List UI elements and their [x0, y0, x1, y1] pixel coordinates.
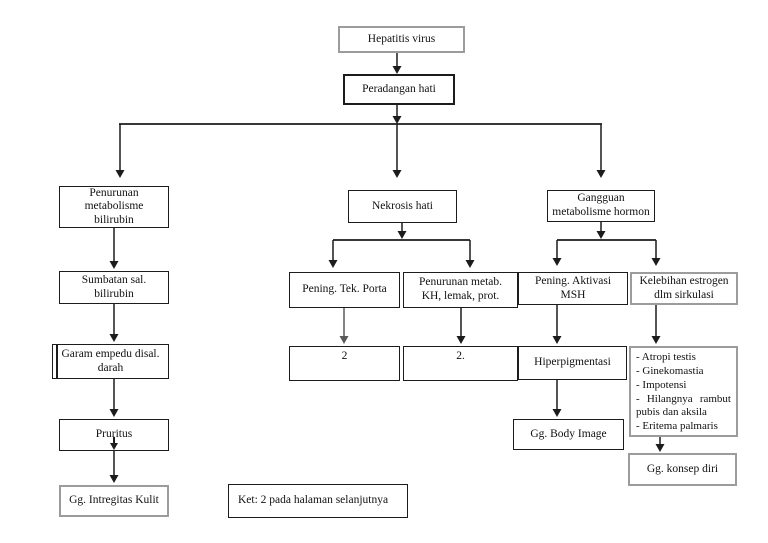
node-pening-tek-porta: Pening. Tek. Porta	[289, 272, 400, 308]
node-label: Gg. Intregitas Kulit	[69, 494, 159, 507]
node-hiperpigmentasi: Hiperpigmentasi	[518, 346, 627, 380]
arrow-gangguan-to-splitline	[596, 222, 606, 239]
arrow-sumbatan-to-garam	[109, 304, 119, 342]
list-item: - Ginekomastia	[636, 364, 704, 377]
node-gangguan-metabolisme-hormon: Gangguan metabolisme hormon	[547, 190, 655, 222]
node-label: Kelebihan estrogen dlm sirkulasi	[639, 274, 729, 301]
node-peradangan-hati: Peradangan hati	[343, 74, 455, 105]
list-item: - Eritema palmaris	[636, 420, 718, 433]
list-item: - Impotensi	[636, 378, 687, 391]
arrow-estrogen-to-effects	[651, 305, 661, 344]
arrow-garam-to-pruritus	[109, 379, 119, 417]
node-label: Pruritus	[95, 428, 133, 441]
arrow-branch-middle	[392, 124, 402, 178]
node-label: Hiperpigmentasi	[534, 356, 611, 369]
node-garam-empedu: Garam empedu disal. darah	[52, 344, 169, 379]
list-item: - Atropi testis	[636, 351, 696, 363]
inner-arrow-head	[110, 443, 118, 450]
arrow-branch-left	[115, 124, 125, 178]
node-gg-konsep-diri: Gg. konsep diri	[628, 453, 737, 486]
arrow-peradangan-to-branchline	[392, 105, 402, 124]
node-nekrosis-hati: Nekrosis hati	[348, 190, 457, 223]
arrow-hepatitis-to-peradangan	[392, 52, 402, 74]
node-label: Sumbatan sal. bilirubin	[81, 273, 147, 300]
list-item: - Hilangnya rambut pubis dan aksila	[636, 392, 731, 419]
node-ref-2a: 2	[289, 346, 400, 381]
node-label: Penurunan metabolisme bilirubin	[84, 186, 144, 226]
node-kelebihan-estrogen: Kelebihan estrogen dlm sirkulasi	[630, 272, 738, 305]
node-label: Gangguan metabolisme hormon	[552, 192, 650, 218]
node-estrogen-effects-list: - Atropi testis - Ginekomastia - Impoten…	[629, 346, 738, 437]
node-label: Nekrosis hati	[371, 199, 433, 212]
node-label: Hepatitis virus	[367, 32, 436, 45]
node-ref-2b: 2.	[403, 346, 518, 381]
note-keterangan: Ket: 2 pada halaman selanjutnya	[228, 484, 408, 518]
node-label: 2.	[456, 350, 465, 362]
node-pruritus: Pruritus	[59, 419, 169, 451]
node-penurunan-metabolisme-bilirubin: Penurunan metabolisme bilirubin	[59, 186, 169, 228]
arrow-effects-to-konsepdiri	[655, 437, 665, 452]
arrow-split-to-metab-kh	[465, 240, 475, 268]
arrow-penurunan-to-sumbatan	[109, 228, 119, 269]
arrow-branch-right	[596, 124, 606, 178]
node-label: Gg. Body Image	[530, 427, 607, 440]
node-sumbatan-sal-bilirubin: Sumbatan sal. bilirubin	[59, 271, 169, 304]
node-label: Peradangan hati	[362, 82, 436, 95]
arrow-metabkh-to-ref2b	[456, 308, 466, 344]
inner-arrow-stem	[113, 437, 115, 444]
node-gg-body-image: Gg. Body Image	[513, 419, 624, 450]
arrow-porta-to-ref2a	[339, 308, 349, 344]
arrow-split-to-porta	[328, 240, 338, 268]
arrow-split-to-estrogen	[651, 240, 661, 266]
node-hepatitis-virus: Hepatitis virus	[338, 26, 465, 53]
double-border-line	[56, 345, 58, 378]
node-label: Garam empedu disal. darah	[61, 347, 160, 374]
node-label: 2	[341, 350, 348, 362]
node-label: Penurunan metab. KH, lemak, prot.	[418, 276, 503, 302]
node-penurunan-metab-kh: Penurunan metab. KH, lemak, prot.	[403, 272, 518, 308]
arrow-msh-to-hiperpigmentasi	[552, 305, 562, 344]
arrow-nekrosis-to-splitline	[397, 223, 407, 239]
node-label: Pening. Aktivasi MSH	[534, 274, 612, 301]
arrow-split-to-msh	[552, 240, 562, 266]
note-label: Ket: 2 pada halaman selanjutnya	[238, 494, 389, 507]
node-label: Pening. Tek. Porta	[302, 283, 387, 296]
node-pening-aktivasi-msh: Pening. Aktivasi MSH	[518, 272, 628, 305]
arrow-pruritus-to-intregitas	[109, 450, 119, 483]
node-label: Gg. konsep diri	[646, 462, 719, 475]
node-gg-intregitas-kulit: Gg. Intregitas Kulit	[59, 485, 169, 517]
arrow-hiperpigmentasi-to-bodyimage	[552, 380, 562, 417]
